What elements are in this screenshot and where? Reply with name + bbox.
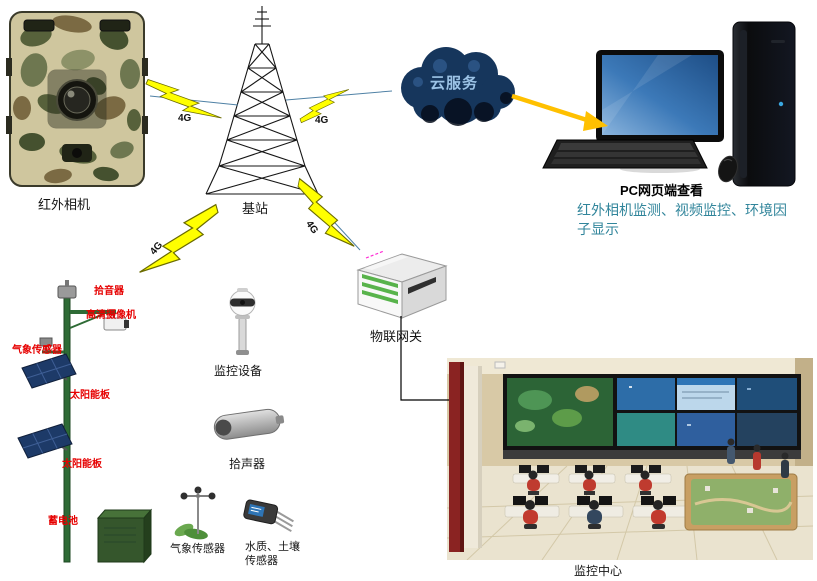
monitoring-center-label: 监控中心 <box>574 564 623 578</box>
base-station-label: 基站 <box>242 201 269 216</box>
battery-cabinet <box>96 508 153 564</box>
solar-panel-upper <box>21 353 77 389</box>
operator-desks-near <box>504 496 688 529</box>
water-soil-sensor-label: 水质、土壤传感器 <box>245 541 300 567</box>
link-4g-label-b: 4G <box>315 115 329 126</box>
ptz-camera-icon <box>229 288 256 355</box>
pc-view-title: PC网页端查看 <box>620 183 704 198</box>
pole-label-solar-panel-2: 太阳能板 <box>62 459 102 470</box>
sound-pickup-device <box>213 408 285 440</box>
pole-label-solar-panel-1: 太阳能板 <box>70 390 110 401</box>
sensor-pole-assembly <box>17 280 153 564</box>
link-4g-label-d: 4G <box>303 218 321 237</box>
video-wall <box>503 374 801 450</box>
infrared-camera-label: 红外相机 <box>38 197 91 212</box>
pole-hd-camera <box>103 314 129 331</box>
weather-sensor-icon <box>174 486 216 540</box>
cloud-to-pc-arrow <box>511 93 591 124</box>
pole-label-hd-camera: 高清摄像机 <box>86 310 136 321</box>
pc-view-description: 红外相机监测、视频监控、环境因子显示 <box>577 202 787 237</box>
soil-sensor-icon <box>243 499 294 533</box>
pc-tower-case <box>732 21 796 187</box>
iot-gateway-device <box>356 250 448 319</box>
pole-label-sound-pickup: 拾音器 <box>94 286 124 297</box>
sand-table-model <box>684 473 798 531</box>
ptz-camera-label: 监控设备 <box>214 364 263 378</box>
gateway-vent-stripes <box>362 274 398 304</box>
pole-label-battery: 蓄电池 <box>48 516 78 527</box>
keyboard <box>542 139 708 169</box>
pole-sound-pickup-device <box>57 285 77 299</box>
iot-gateway-label: 物联网关 <box>370 329 423 344</box>
standing-figures <box>727 438 789 478</box>
pole-label-weather-sensor: 气象传感器 <box>12 345 62 356</box>
link-4g-label-c: 4G <box>148 239 166 258</box>
pole-weather-device <box>39 337 53 352</box>
solar-panel-lower <box>17 423 73 459</box>
sound-pickup-label: 拾声器 <box>229 457 266 471</box>
cloud-icon <box>401 47 515 126</box>
monitor-screen <box>602 55 718 135</box>
cloud-service-label: 云服务 <box>429 75 478 92</box>
power-led-icon <box>778 101 784 107</box>
link-4g-label-a: 4G <box>178 113 192 124</box>
trail-camera-illustration <box>6 11 148 187</box>
mouse <box>718 155 738 183</box>
operator-desks-far <box>512 465 672 495</box>
base-station-tower-icon <box>205 6 319 195</box>
weather-sensor-label: 气象传感器 <box>170 543 225 555</box>
monitoring-center-image <box>447 358 813 560</box>
